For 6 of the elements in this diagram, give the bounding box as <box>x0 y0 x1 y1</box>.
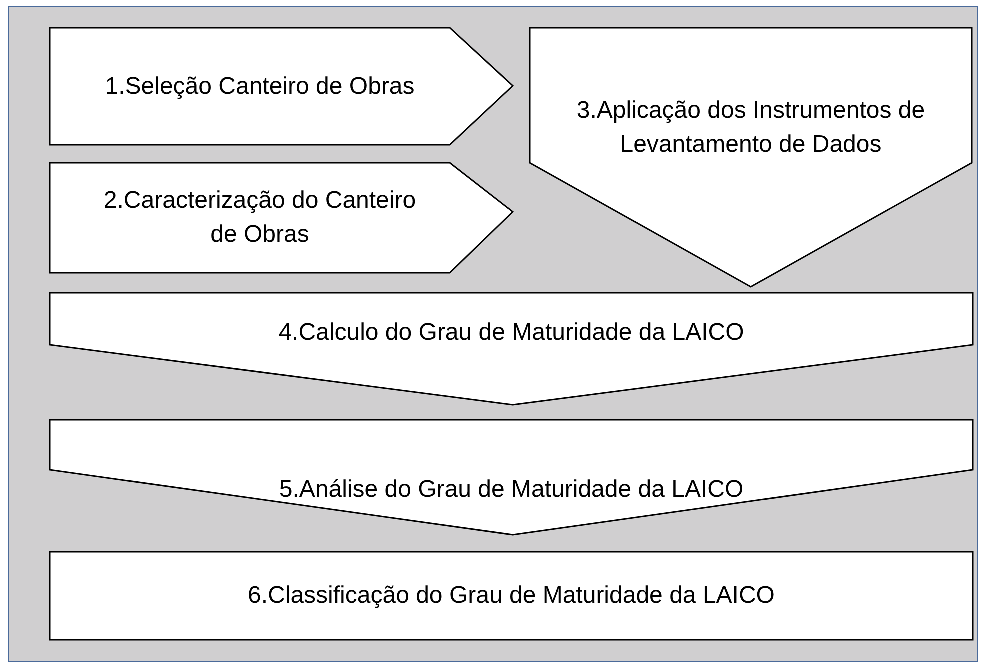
step-label: 2.Caracterização do Canteiro de Obras <box>102 186 418 250</box>
step-label: 6.Classificação do Grau de Maturidade da LAICO <box>248 581 775 612</box>
step-label: 5.Análise do Grau de Maturidade da LAICO <box>279 475 744 506</box>
step-label: 1.Seleção Canteiro de Obras <box>105 72 415 102</box>
step-label: 3.Aplicação dos Instrumentos de Levantamento de Dados <box>576 96 926 160</box>
step-label: 4.Calculo do Grau de Maturidade da LAICO <box>278 318 744 348</box>
